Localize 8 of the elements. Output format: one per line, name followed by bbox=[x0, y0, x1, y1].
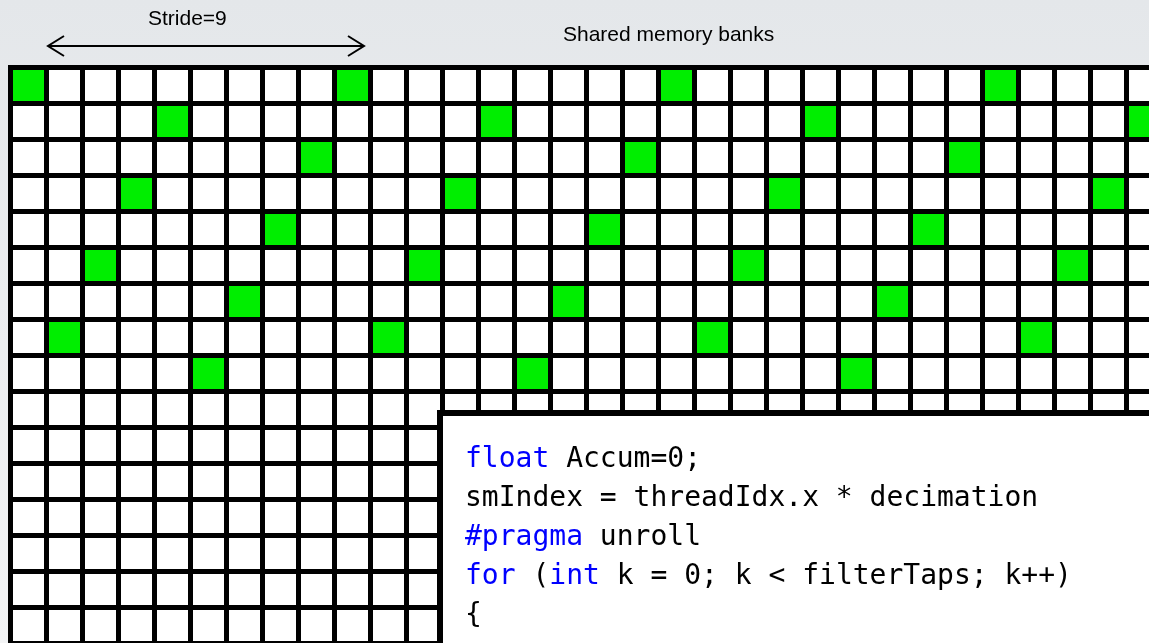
code-line: #pragma unroll bbox=[465, 518, 702, 554]
code-line: float Accum=0; bbox=[465, 440, 701, 476]
dimension-label: Stride=9 bbox=[148, 6, 227, 30]
code-line: smIndex = threadIdx.x * decimation bbox=[465, 479, 1039, 515]
code-line: { bbox=[465, 596, 482, 632]
code-panel bbox=[437, 410, 1149, 643]
code-line: for (int k = 0; k < filterTaps; k++) bbox=[465, 557, 1072, 593]
grid-title: Shared memory banks bbox=[563, 22, 775, 46]
